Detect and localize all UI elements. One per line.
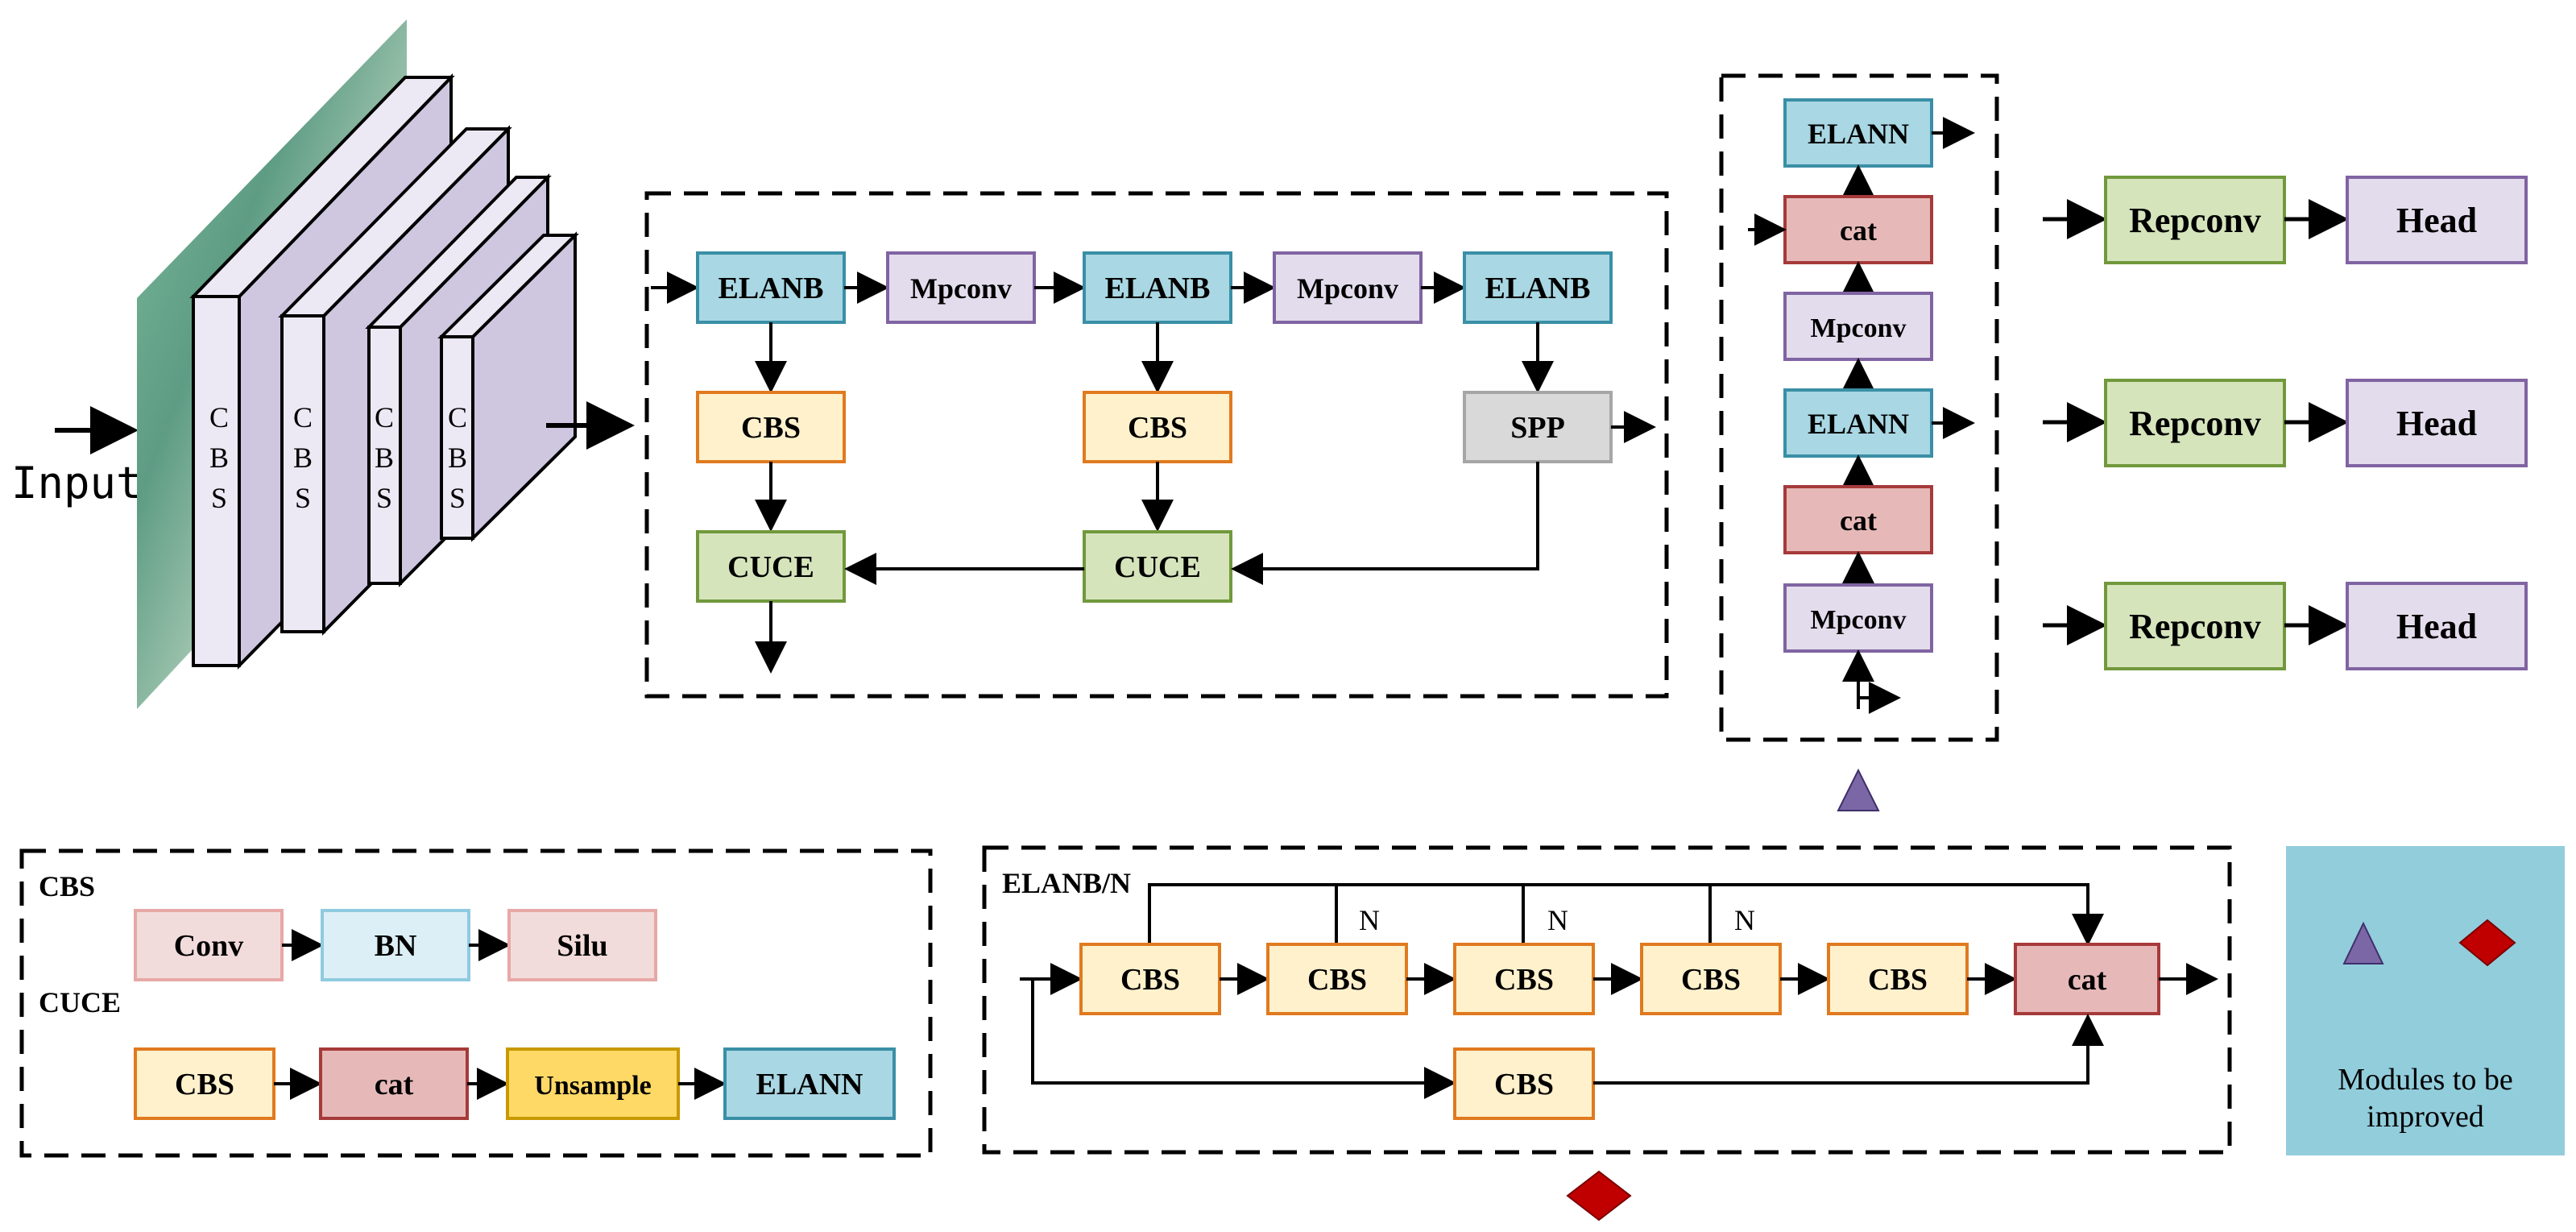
repconv-block-2 — [2104, 379, 2286, 467]
repconv-block-3 — [2104, 582, 2286, 670]
conv-label: Conv — [174, 929, 244, 963]
neck-dashed-box — [644, 191, 1669, 699]
mpconv-label: Mpconv — [1297, 272, 1398, 305]
bn-label: BN — [375, 929, 417, 963]
elan-cbs-block-1 — [1079, 943, 1221, 1015]
cbs-label: CBS — [1128, 411, 1187, 445]
legend-dashed-box — [19, 848, 933, 1158]
key-text-line2: improved — [2367, 1100, 2484, 1134]
elanb-block-3 — [1463, 251, 1613, 324]
elann-block-1 — [1783, 98, 1933, 168]
key-section: Modules to be improved — [2286, 846, 2565, 1155]
cuce-elann-block — [723, 1047, 896, 1120]
elan-section: ELANB/N N N N CBS CBS CBS CBS CBS cat CB… — [982, 845, 2232, 1155]
elan-cbs-block-4 — [1640, 943, 1782, 1015]
cat-label: cat — [2068, 963, 2107, 997]
elann-label: ELANN — [756, 1068, 863, 1101]
mpconv-block-1 — [886, 251, 1036, 324]
silu-label: Silu — [557, 929, 607, 963]
key-box — [2286, 846, 2565, 1155]
column-section: ELANN cat Mpconv ELANN cat Mpconv — [1719, 73, 1999, 742]
cuce-block-2 — [1083, 530, 1232, 603]
cbs-label: CBS — [741, 411, 801, 445]
diamond-marker-icon — [1566, 1170, 1632, 1222]
head-block-1 — [2346, 176, 2528, 264]
head-block-2 — [2346, 379, 2528, 467]
conv-block — [134, 909, 284, 981]
cbs-label: CBS — [175, 1068, 234, 1101]
cbs-label: CBS — [1494, 963, 1554, 997]
input-label: Input — [11, 458, 143, 508]
elan-title: ELANB/N — [1002, 867, 1131, 899]
cbs-label: CBS — [1494, 1068, 1554, 1101]
elanb-label: ELANB — [719, 272, 824, 305]
elann-label: ELANN — [1808, 408, 1909, 440]
legend-cbs-title: CBS — [39, 870, 95, 902]
silu-block — [507, 909, 657, 981]
repconv-label: Repconv — [2129, 607, 2261, 646]
mpconv-block-col-1 — [1783, 292, 1933, 361]
cbs-label: CBS — [1868, 963, 1928, 997]
cuce-label: CUCE — [1114, 550, 1201, 584]
key-triangle-icon — [2342, 921, 2384, 964]
elanb-block-2 — [1083, 251, 1232, 324]
cat-label: cat — [1840, 504, 1877, 537]
cbs-label: CBS — [1681, 963, 1741, 997]
n-label: N — [1547, 904, 1568, 936]
repconv-label: Repconv — [2129, 201, 2261, 240]
mpconv-label: Mpconv — [910, 272, 1012, 305]
legend-section: CBS Conv BN Silu CUCE CBS cat Unsample E… — [19, 848, 933, 1158]
cbs-label: CBS — [1307, 963, 1367, 997]
key-text-line1: Modules to be — [2338, 1063, 2512, 1097]
head-label: Head — [2396, 607, 2477, 646]
head-block-3 — [2346, 582, 2528, 670]
cat-block-1 — [1783, 195, 1933, 264]
cat-block-2 — [1783, 485, 1933, 554]
elanb-label: ELANB — [1105, 272, 1211, 305]
neck-section: ELANB Mpconv ELANB Mpconv ELANB CBS CBS … — [644, 191, 1669, 699]
column-dashed-box — [1719, 73, 1999, 742]
triangle-marker-icon — [1837, 768, 1880, 811]
n-label: N — [1359, 904, 1380, 936]
cat-label: cat — [375, 1068, 414, 1101]
cbs-label: CBS — [1120, 963, 1180, 997]
elanb-block-1 — [696, 251, 846, 324]
cuce-label: CUCE — [727, 550, 814, 584]
head-label: Head — [2396, 201, 2477, 240]
heads-section: Repconv Head Repconv Head Repconv Head — [2043, 176, 2528, 670]
elann-block-2 — [1783, 388, 1933, 458]
legend-cuce-title: CUCE — [39, 986, 121, 1018]
repconv-label: Repconv — [2129, 404, 2261, 443]
elan-cbs-block-5 — [1827, 943, 1969, 1015]
head-label: Head — [2396, 404, 2477, 443]
cat-label: cat — [1840, 214, 1877, 247]
n-label: N — [1734, 904, 1755, 936]
mpconv-label: Mpconv — [1811, 605, 1907, 635]
elan-cbs-bottom-block — [1453, 1047, 1595, 1120]
mpconv-label: Mpconv — [1811, 313, 1907, 343]
key-diamond-icon — [2458, 919, 2516, 967]
elanb-label: ELANB — [1485, 272, 1591, 305]
cuce-cat-block — [319, 1047, 469, 1120]
mpconv-block-2 — [1273, 251, 1423, 324]
unsample-label: Unsample — [534, 1071, 651, 1101]
elan-dashed-box — [982, 845, 2232, 1155]
cuce-block-1 — [696, 530, 846, 603]
spp-block — [1463, 391, 1613, 463]
elann-label: ELANN — [1808, 118, 1909, 150]
spp-label: SPP — [1510, 411, 1565, 445]
